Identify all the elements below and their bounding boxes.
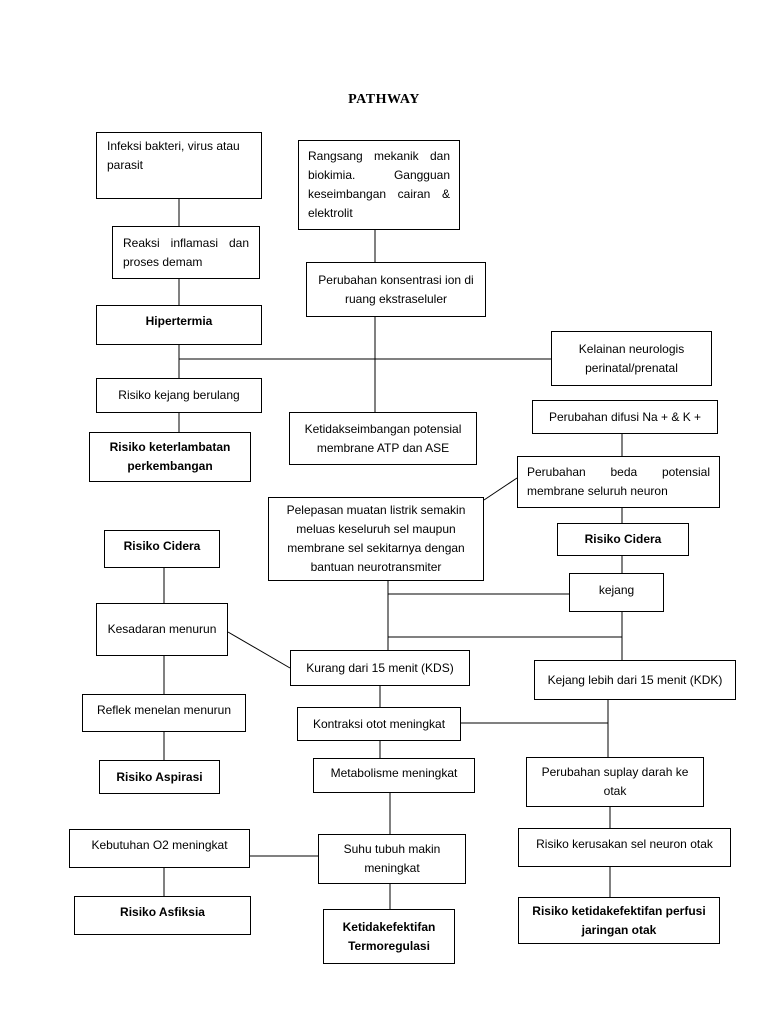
box-risiko-cidera-left: Risiko Cidera <box>104 530 220 568</box>
box-kerusakan: Risiko kerusakan sel neuron otak <box>518 828 731 867</box>
box-suhu: Suhu tubuh makin meningkat <box>318 834 466 884</box>
box-perubahan-ion: Perubahan konsentrasi ion di ruang ekstr… <box>306 262 486 317</box>
box-ketidakseimbangan: Ketidakseimbangan potensial membrane ATP… <box>289 412 477 465</box>
box-risiko-cidera-right: Risiko Cidera <box>557 523 689 556</box>
box-asfiksia: Risiko Asfiksia <box>74 896 251 935</box>
box-reaksi: Reaksi inflamasi dan proses demam <box>112 226 260 279</box>
box-kebutuhan-o2: Kebutuhan O2 meningkat <box>69 829 250 868</box>
connector <box>227 631 291 669</box>
box-kesadaran: Kesadaran menurun <box>96 603 228 656</box>
box-metabolisme: Metabolisme meningkat <box>313 758 475 793</box>
box-infeksi: Infeksi bakteri, virus atau parasit <box>96 132 262 199</box>
box-kontraksi: Kontraksi otot meningkat <box>297 707 461 741</box>
diagram-title: PATHWAY <box>348 92 420 107</box>
box-kds: Kurang dari 15 menit (KDS) <box>290 650 470 686</box>
box-perfusi: Risiko ketidakefektifan perfusi jaringan… <box>518 897 720 944</box>
box-risiko-kejang: Risiko kejang berulang <box>96 378 262 413</box>
box-difusi: Perubahan difusi Na + & K + <box>532 400 718 434</box>
box-rangsang: Rangsang mekanik dan biokimia. Gangguan … <box>298 140 460 230</box>
connector <box>483 477 518 501</box>
box-reflek: Reflek menelan menurun <box>82 694 246 732</box>
box-pelepasan: Pelepasan muatan listrik semakin meluas … <box>268 497 484 581</box>
box-suplay: Perubahan suplay darah ke otak <box>526 757 704 807</box>
box-termoregulasi: Ketidakefektifan Termoregulasi <box>323 909 455 964</box>
box-beda-potensial: Perubahan beda potensial membrane seluru… <box>517 456 720 508</box>
box-kdk: Kejang lebih dari 15 menit (KDK) <box>534 660 736 700</box>
box-hipertermia: Hipertermia <box>96 305 262 345</box>
box-kejang: kejang <box>569 573 664 612</box>
box-kelainan: Kelainan neurologis perinatal/prenatal <box>551 331 712 386</box>
box-aspirasi: Risiko Aspirasi <box>99 760 220 794</box>
box-keterlambatan: Risiko keterlambatan perkembangan <box>89 432 251 482</box>
